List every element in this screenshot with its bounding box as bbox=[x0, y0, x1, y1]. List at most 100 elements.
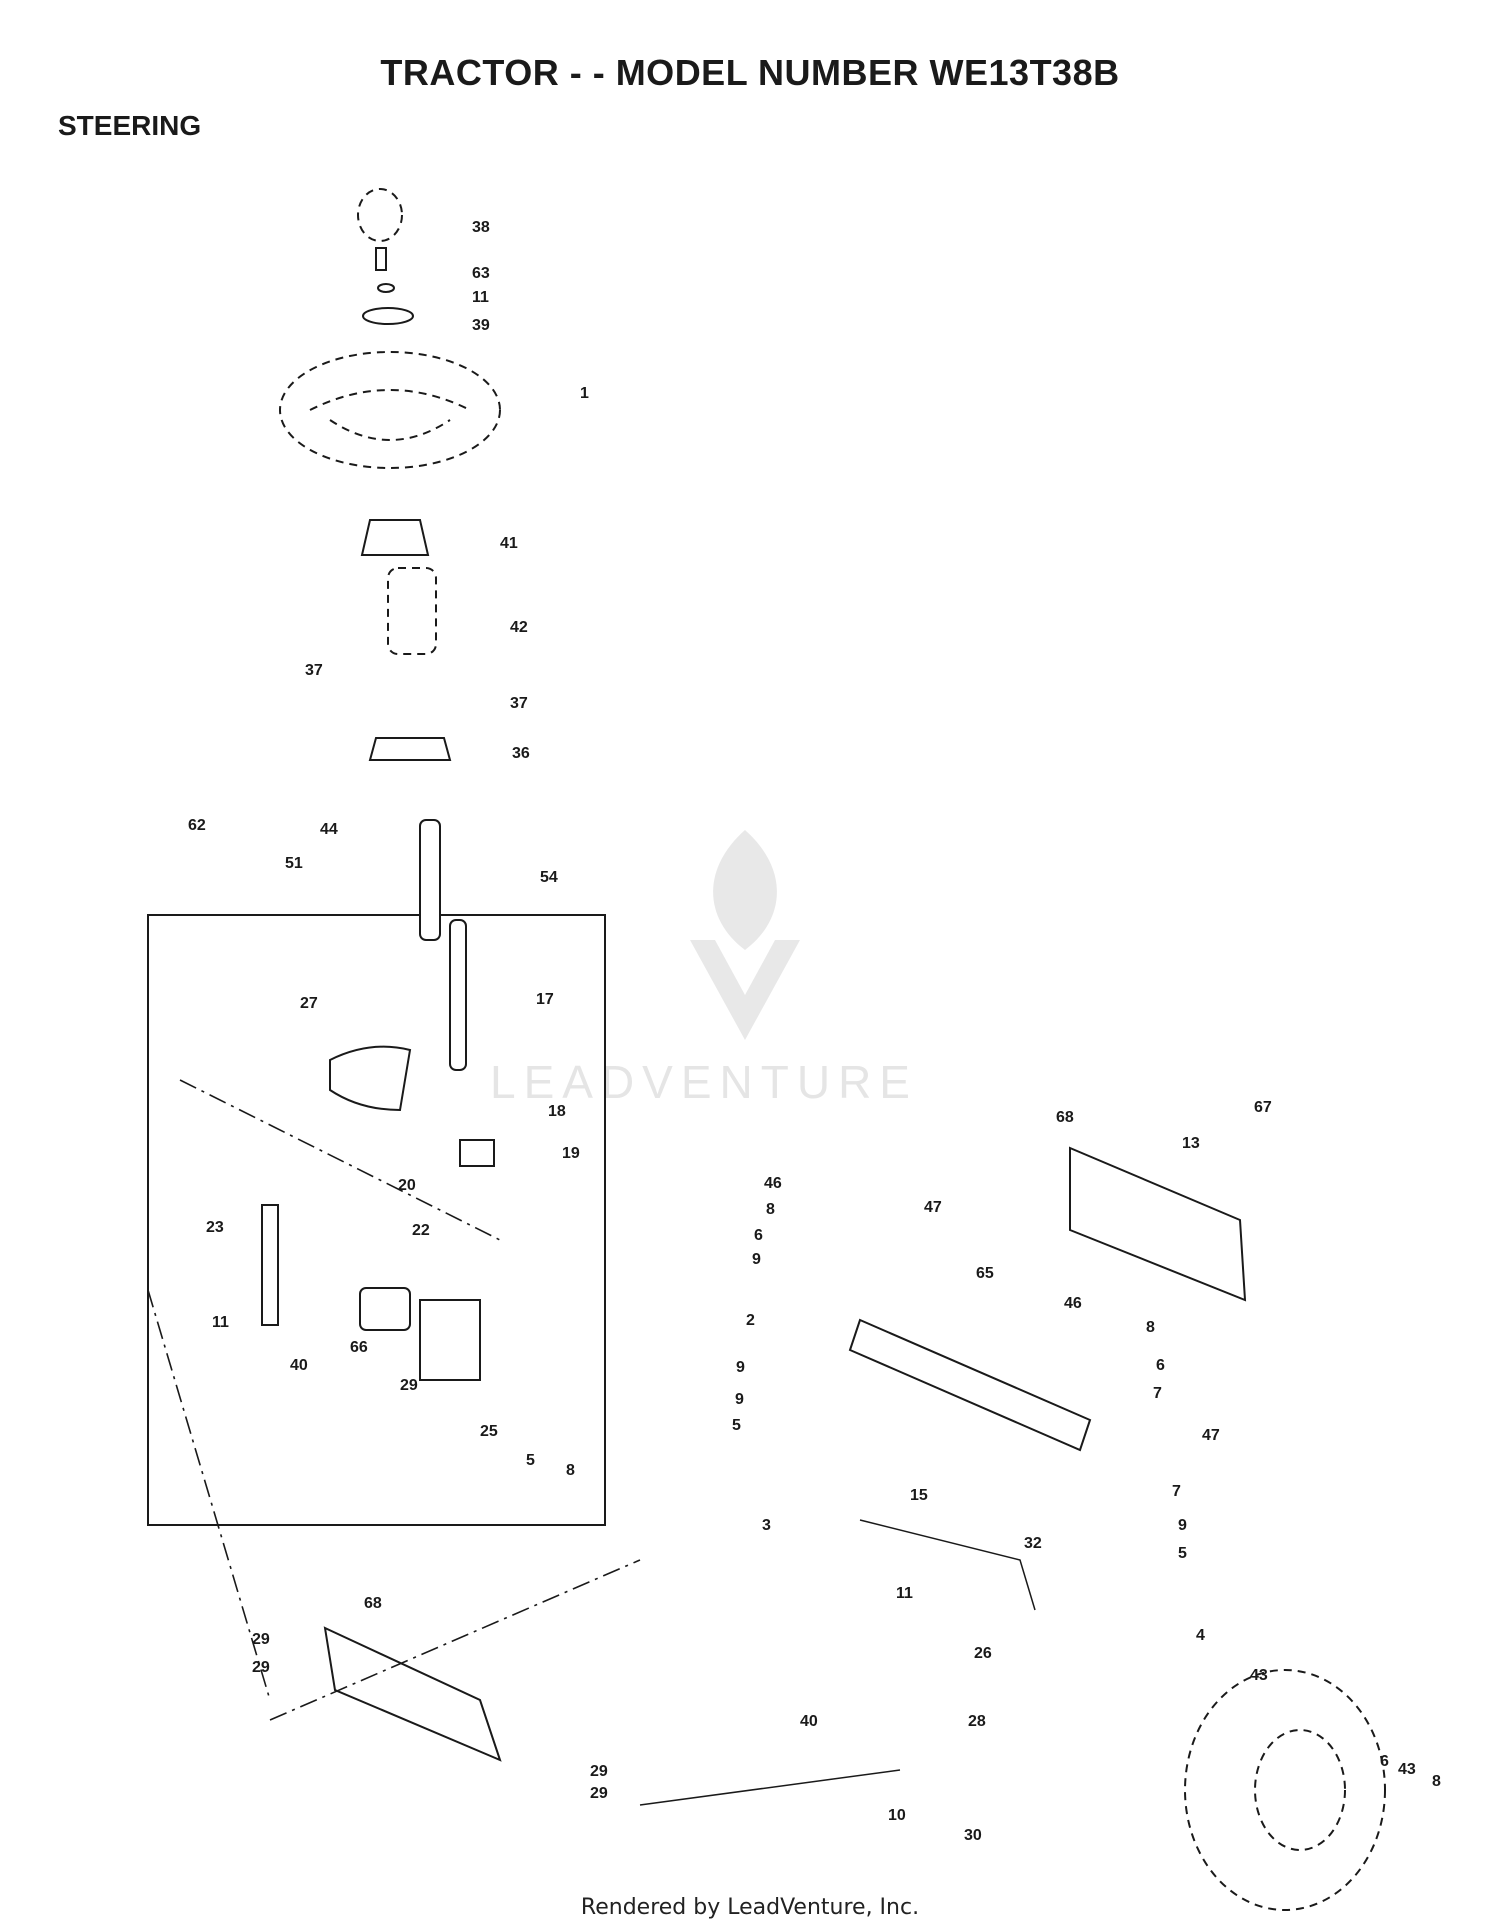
steering-bracket bbox=[459, 1139, 495, 1167]
sector-gear bbox=[329, 1045, 412, 1112]
drag-link bbox=[859, 1519, 1036, 1611]
bolt bbox=[375, 247, 387, 271]
callout-40: 40 bbox=[800, 1713, 818, 1730]
callout-20: 20 bbox=[398, 1177, 416, 1194]
callout-38: 38 bbox=[472, 219, 490, 236]
callout-9: 9 bbox=[1178, 1517, 1187, 1534]
steering-cap bbox=[357, 188, 403, 242]
steering-flange bbox=[368, 737, 452, 761]
callout-26: 26 bbox=[974, 1645, 992, 1662]
callout-63: 63 bbox=[472, 265, 490, 282]
callout-29: 29 bbox=[252, 1631, 270, 1648]
callout-1: 1 bbox=[580, 385, 589, 402]
assembly-guide-lines bbox=[147, 1079, 641, 1721]
callout-9: 9 bbox=[752, 1251, 761, 1268]
spacer bbox=[359, 1287, 411, 1331]
callout-22: 22 bbox=[412, 1222, 430, 1239]
callout-68: 68 bbox=[1056, 1109, 1074, 1126]
callout-5: 5 bbox=[526, 1452, 535, 1469]
bellows bbox=[387, 567, 437, 655]
callout-5: 5 bbox=[1178, 1545, 1187, 1562]
callout-11: 11 bbox=[896, 1585, 913, 1602]
callout-19: 19 bbox=[562, 1145, 580, 1162]
steering-wheel bbox=[279, 351, 501, 469]
callout-68: 68 bbox=[364, 1595, 382, 1612]
callout-17: 17 bbox=[536, 991, 554, 1008]
callout-54: 54 bbox=[540, 869, 558, 886]
callout-9: 9 bbox=[735, 1391, 744, 1408]
front-axle bbox=[848, 1318, 1092, 1452]
lock-washer bbox=[377, 283, 395, 293]
callout-29: 29 bbox=[590, 1785, 608, 1802]
callout-42: 42 bbox=[510, 619, 528, 636]
section-heading: STEERING bbox=[58, 110, 202, 141]
callout-29: 29 bbox=[252, 1659, 270, 1676]
callout-40: 40 bbox=[290, 1357, 308, 1374]
frame-plate-right bbox=[1069, 1146, 1247, 1302]
callout-65: 65 bbox=[976, 1265, 994, 1282]
callout-62: 62 bbox=[188, 817, 206, 834]
callout-3: 3 bbox=[762, 1517, 771, 1534]
callout-47: 47 bbox=[1202, 1427, 1220, 1444]
steering-adapter bbox=[360, 519, 430, 556]
callout-43: 43 bbox=[1250, 1667, 1268, 1684]
callout-41: 41 bbox=[500, 535, 518, 552]
callout-29: 29 bbox=[590, 1763, 608, 1780]
callout-29: 29 bbox=[400, 1377, 418, 1394]
callout-8: 8 bbox=[1432, 1773, 1441, 1790]
callout-11: 11 bbox=[472, 289, 489, 306]
page-title: TRACTOR - - MODEL NUMBER WE13T38B bbox=[380, 52, 1120, 93]
callout-4: 4 bbox=[1196, 1627, 1205, 1644]
callout-labels: 3863113914142373736445451621727181920222… bbox=[188, 219, 1441, 1844]
leadventure-watermark-logo: LEADVENTURE bbox=[490, 830, 918, 1108]
callout-39: 39 bbox=[472, 317, 490, 334]
callout-7: 7 bbox=[1172, 1483, 1181, 1500]
callout-23: 23 bbox=[206, 1219, 224, 1236]
callout-37: 37 bbox=[305, 662, 323, 679]
callout-36: 36 bbox=[512, 745, 530, 762]
assembly-62-box bbox=[147, 914, 606, 1526]
steering-wheel-spokes bbox=[309, 389, 471, 441]
callout-25: 25 bbox=[480, 1423, 498, 1440]
callout-6: 6 bbox=[1156, 1357, 1165, 1374]
callout-67: 67 bbox=[1254, 1099, 1272, 1116]
flat-washer bbox=[362, 307, 414, 325]
callout-9: 9 bbox=[736, 1359, 745, 1376]
frame-plate-left bbox=[323, 1626, 502, 1762]
callout-44: 44 bbox=[320, 821, 338, 838]
callout-2: 2 bbox=[746, 1312, 755, 1329]
steering-shaft bbox=[419, 819, 441, 941]
callout-51: 51 bbox=[285, 855, 303, 872]
callout-66: 66 bbox=[350, 1339, 368, 1356]
mounting-bracket bbox=[419, 1299, 481, 1381]
callout-32: 32 bbox=[1024, 1535, 1042, 1552]
steering-arm bbox=[261, 1204, 279, 1326]
callout-6: 6 bbox=[1380, 1753, 1389, 1770]
callout-5: 5 bbox=[732, 1417, 741, 1434]
wheel-hub bbox=[1254, 1729, 1346, 1851]
callout-6: 6 bbox=[754, 1227, 763, 1244]
callout-10: 10 bbox=[888, 1807, 906, 1824]
callout-46: 46 bbox=[1064, 1295, 1082, 1312]
callout-8: 8 bbox=[1146, 1319, 1155, 1336]
callout-18: 18 bbox=[548, 1103, 566, 1120]
callout-13: 13 bbox=[1182, 1135, 1200, 1152]
front-wheel bbox=[1184, 1669, 1386, 1911]
callout-8: 8 bbox=[766, 1201, 775, 1218]
steering-gear-shaft bbox=[449, 919, 467, 1071]
callout-27: 27 bbox=[300, 995, 318, 1012]
watermark-text: LEADVENTURE bbox=[490, 1056, 918, 1108]
callout-46: 46 bbox=[764, 1175, 782, 1192]
callout-28: 28 bbox=[968, 1713, 986, 1730]
callout-37: 37 bbox=[510, 695, 528, 712]
callout-8: 8 bbox=[566, 1462, 575, 1479]
tie-rod bbox=[639, 1769, 901, 1806]
callout-47: 47 bbox=[924, 1199, 942, 1216]
footer-credit: Rendered by LeadVenture, Inc. bbox=[580, 1895, 920, 1920]
callout-43: 43 bbox=[1398, 1761, 1416, 1778]
callout-15: 15 bbox=[910, 1487, 928, 1504]
callout-11: 11 bbox=[212, 1314, 229, 1331]
callout-30: 30 bbox=[964, 1827, 982, 1844]
callout-7: 7 bbox=[1153, 1385, 1162, 1402]
